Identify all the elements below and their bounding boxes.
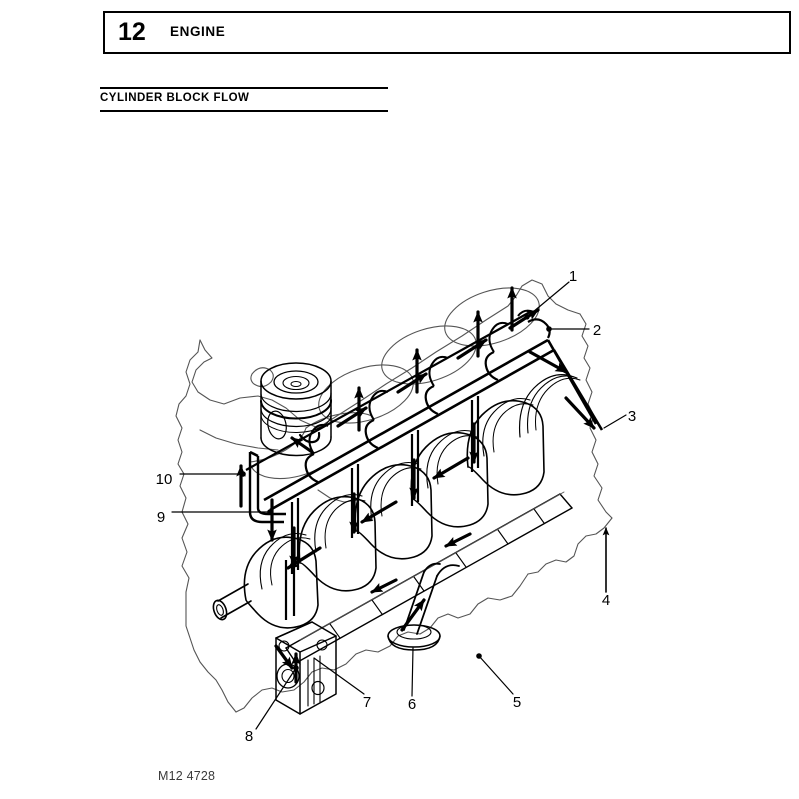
oil-pump-housing <box>275 621 337 715</box>
deck-boss <box>250 367 274 388</box>
callout-numbers: 1 2 3 4 5 6 7 8 9 10 <box>156 268 637 745</box>
block-cutaway-outline <box>175 279 613 713</box>
main-bearing-ladder <box>285 491 573 664</box>
figure-reference-code: M12 4728 <box>158 769 216 783</box>
oil-flow-arrows <box>236 286 596 684</box>
callout-label-9: 9 <box>157 509 165 526</box>
callout-label-1: 1 <box>569 268 577 285</box>
section-rule-bottom <box>100 110 388 112</box>
crankshaft <box>212 374 581 629</box>
section-rule-top <box>100 87 388 89</box>
callout-label-8: 8 <box>245 728 253 745</box>
chapter-number: 12 <box>118 18 146 46</box>
callout-label-3: 3 <box>628 408 636 425</box>
cylinder-bores <box>249 287 540 480</box>
callout-label-2: 2 <box>593 322 601 339</box>
callout-label-10: 10 <box>156 471 173 488</box>
callout-label-5: 5 <box>513 694 521 711</box>
callout-leaders <box>171 281 627 730</box>
callout-label-7: 7 <box>363 694 371 711</box>
section-heading: CYLINDER BLOCK FLOW <box>100 92 250 104</box>
oil-gallery-pipework <box>245 309 604 620</box>
callout-label-4: 4 <box>602 592 610 609</box>
oil-pickup-strainer <box>387 562 460 651</box>
callout-label-6: 6 <box>408 696 416 713</box>
page-title: ENGINE <box>170 24 226 39</box>
piston-assembly <box>260 362 333 457</box>
page-header-bar <box>103 11 791 54</box>
